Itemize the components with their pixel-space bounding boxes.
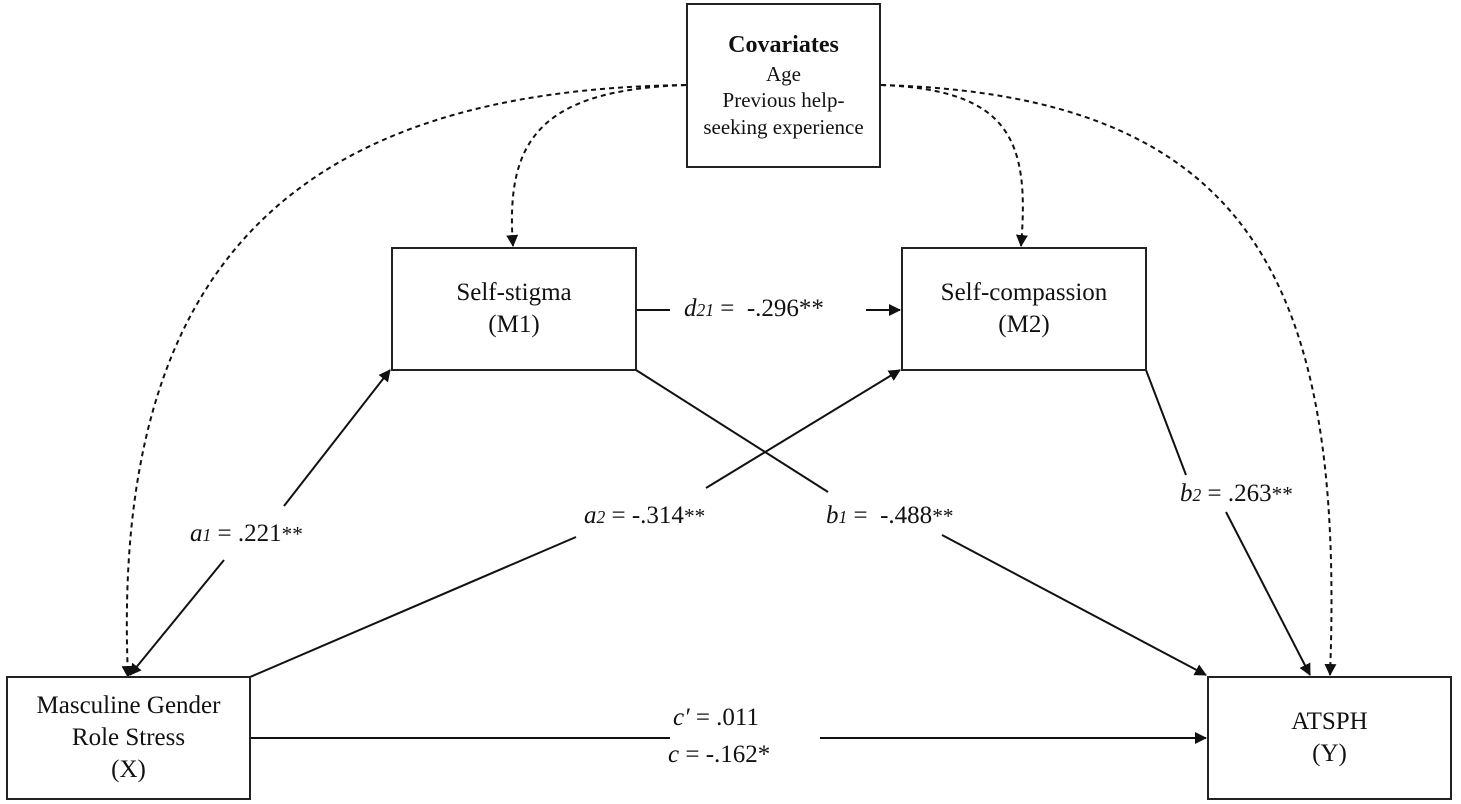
label-a1-symbol: a [190,520,203,547]
label-b2-stars: ** [1271,482,1293,506]
label-a2-value: = -.314 [611,502,684,529]
node-y-name: ATSPH [1291,708,1368,735]
label-d21-value: = -.296** [720,295,824,322]
label-a1-sub: 1 [202,525,212,545]
label-b1-stars: ** [932,504,954,528]
node-m1-code: (M1) [488,311,540,338]
node-y-code: (Y) [1312,740,1347,767]
label-b2-sub: 2 [1192,485,1202,505]
label-a2-sub: 2 [596,507,606,527]
label-b2: b2 = .263** [1176,479,1297,509]
covariate-arrow-to-m2 [880,84,1028,247]
path-a2-lower [249,536,577,678]
node-self-stigma: Self-stigma (M1) [391,247,637,371]
label-a2: a2 = -.314** [580,501,710,531]
label-c-prime: c′ = .011 [669,703,763,733]
path-a1-lower [129,559,225,676]
label-c-prime-value: = .011 [695,704,759,731]
label-c-symbol: c [668,741,680,768]
label-a2-symbol: a [584,502,597,529]
label-c-prime-symbol: c′ [673,704,690,731]
path-b1-upper [635,369,829,493]
path-a2-upper [705,369,901,489]
label-a1: a1 = .221** [186,519,307,549]
label-b1: b1 = -.488** [822,501,958,531]
path-a1-upper [283,369,391,507]
node-atsph: ATSPH (Y) [1207,676,1452,800]
label-a1-stars: ** [281,522,303,546]
covariate-arrow-to-y [880,84,1337,676]
label-c-value: = -.162* [685,741,771,768]
label-b1-value: = -.488 [853,502,933,529]
covariates-box: Covariates Age Previous help- seeking ex… [686,3,881,168]
label-b1-symbol: b [826,502,839,529]
covariate-help-seeking-1: Previous help- [722,88,845,113]
covariate-arrow-to-m1 [506,84,687,247]
path-b2-upper [1145,369,1187,476]
node-x-name-2: Role Stress [71,724,186,751]
path-b1-lower [941,534,1207,676]
label-b2-value: = .263 [1207,480,1272,507]
node-m2-name: Self-compassion [940,279,1108,306]
node-m1-name: Self-stigma [456,279,572,306]
covariates-title: Covariates [728,31,839,58]
node-m2-code: (M2) [998,311,1050,338]
label-b1-sub: 1 [838,507,848,527]
node-masculine-gender-role-stress: Masculine Gender Role Stress (X) [6,676,251,800]
node-self-compassion: Self-compassion (M2) [901,247,1147,371]
covariate-help-seeking-2: seeking experience [703,115,864,140]
covariate-arrow-to-x [121,84,687,678]
label-d21-sub: 21 [696,300,715,320]
label-a1-value: = .221 [217,520,282,547]
label-a2-stars: ** [683,504,706,528]
label-b2-symbol: b [1180,480,1193,507]
label-d21-symbol: d [684,295,697,322]
node-x-code: (X) [111,756,146,783]
path-b2-lower [1225,511,1311,676]
label-d21: d21 = -.296** [680,294,828,324]
covariate-age: Age [766,61,801,86]
label-c: c = -.162* [664,740,775,770]
node-x-name-1: Masculine Gender [36,692,221,719]
